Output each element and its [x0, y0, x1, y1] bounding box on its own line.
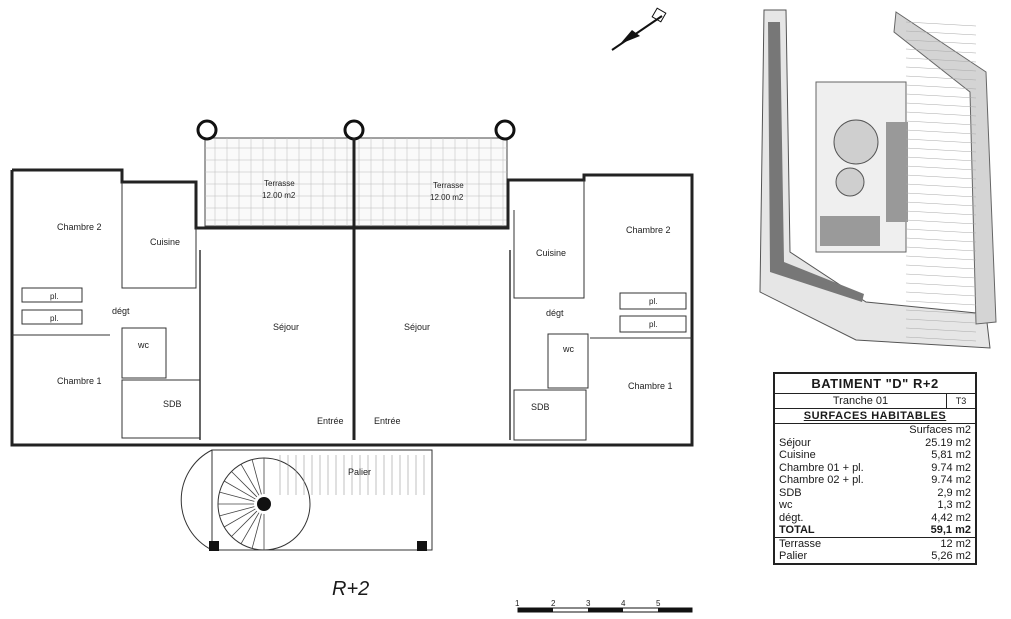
table-row: dégt. 4,42 m2: [775, 512, 975, 525]
right-chambre1-label: Chambre 1: [628, 381, 673, 391]
scale-bar: 1 2 3 4 5: [515, 599, 693, 613]
column-icon: [343, 119, 365, 141]
scale-tick-label: 4: [621, 599, 626, 608]
row-value: 5,26 m2: [931, 550, 971, 562]
terrace-grid: [204, 137, 508, 227]
row-label: dégt.: [779, 511, 804, 524]
right-terrasse-area: 12.00 m2: [430, 193, 464, 202]
left-sdb-label: SDB: [163, 399, 182, 409]
right-sejour-label: Séjour: [404, 322, 430, 332]
left-sejour-label: Séjour: [273, 322, 299, 332]
table-row: Chambre 01 + pl. 9.74 m2: [775, 462, 975, 475]
surfaces-table: BATIMENT "D" R+2 Tranche 01 T3 SURFACES …: [773, 372, 977, 565]
left-sdb-box: [121, 379, 201, 439]
row-value: 9.74 m2: [931, 461, 971, 474]
row-label: Chambre 01 + pl.: [779, 461, 864, 474]
north-arrow-icon: [611, 7, 667, 51]
right-sdb-label: SDB: [531, 402, 550, 412]
tranche-row: Tranche 01 T3: [775, 394, 975, 409]
right-wc-box: [547, 333, 589, 389]
right-closet-2: [619, 315, 687, 333]
row-label: Terrasse: [779, 537, 822, 550]
palier-label: Palier: [348, 467, 371, 477]
right-chambre2-label: Chambre 2: [626, 225, 671, 235]
column-icon: [196, 119, 218, 141]
column-icon: [417, 541, 427, 551]
level-label: R+2: [332, 578, 370, 600]
table-header: Surfaces m2: [775, 424, 975, 437]
row-value: 1,3 m2: [937, 499, 971, 511]
row-value: 9.74 m2: [931, 474, 971, 486]
left-unit-wall-top: [12, 168, 354, 230]
left-pl1-label: pl.: [50, 292, 58, 301]
row-label: Chambre 02 + pl.: [779, 474, 864, 486]
staircase: [180, 449, 425, 551]
table-title: BATIMENT "D" R+2: [775, 374, 975, 394]
row-value: 25.19 m2: [925, 436, 971, 449]
row-label: Palier: [779, 550, 808, 562]
row-label: wc: [779, 499, 793, 511]
right-kitchen-wall: [513, 180, 585, 299]
total-label: TOTAL: [779, 524, 815, 536]
scale-tick-label: 2: [551, 599, 556, 608]
left-kitchen-wall: [121, 182, 197, 289]
table-row: Terrasse 12 m2: [775, 538, 975, 551]
table-header-label: Surfaces m2: [909, 424, 971, 436]
left-wc-label: wc: [137, 340, 149, 350]
right-pl1-label: pl.: [649, 297, 657, 306]
left-entree-label: Entrée: [317, 416, 344, 426]
column-icon: [494, 119, 516, 141]
row-label: SDB: [779, 486, 802, 499]
right-pl2-label: pl.: [649, 320, 657, 329]
left-chambre2-label: Chambre 2: [57, 222, 102, 232]
table-row: Palier 5,26 m2: [775, 550, 975, 563]
row-label: Séjour: [779, 436, 811, 449]
left-closet-1: [21, 287, 83, 303]
row-value: 5,81 m2: [931, 449, 971, 461]
row-value: 2,9 m2: [937, 486, 971, 499]
left-unit-wall-outer: [10, 170, 354, 447]
scale-tick-label: 3: [586, 599, 591, 608]
site-plan-image: [746, 2, 1010, 356]
right-terrasse-label: Terrasse: [433, 181, 464, 190]
table-row: Séjour 25.19 m2: [775, 437, 975, 450]
left-degt-label: dégt: [112, 306, 130, 316]
left-terrasse-label: Terrasse: [264, 179, 295, 188]
row-value: 12 m2: [940, 537, 971, 550]
apartment-type: T3: [955, 396, 967, 406]
right-sdb-box: [513, 389, 587, 441]
table-row: SDB 2,9 m2: [775, 487, 975, 500]
row-value: 4,42 m2: [931, 511, 971, 524]
left-closet-2: [21, 309, 83, 325]
left-cuisine-label: Cuisine: [150, 237, 180, 247]
left-chambre1-label: Chambre 1: [57, 376, 102, 386]
tranche-name: Tranche 01: [775, 394, 947, 408]
landing-outline: [211, 449, 433, 551]
table-row: Cuisine 5,81 m2: [775, 449, 975, 462]
scale-tick-label: 5: [656, 599, 661, 608]
left-terrasse-area: 12.00 m2: [262, 191, 296, 200]
right-closet-1: [619, 292, 687, 310]
right-cuisine-label: Cuisine: [536, 248, 566, 258]
table-row: Chambre 02 + pl. 9.74 m2: [775, 474, 975, 487]
scale-tick-label: 1: [515, 599, 520, 608]
right-wc-label: wc: [562, 344, 574, 354]
table-row: wc 1,3 m2: [775, 499, 975, 512]
left-wc-box: [121, 327, 167, 379]
table-subtitle: SURFACES HABITABLES: [775, 409, 975, 424]
total-value: 59,1 m2: [930, 524, 971, 536]
floor-plan: Chambre 2 Cuisine pl. pl. dégt wc Chambr…: [10, 7, 694, 613]
column-icon: [209, 541, 219, 551]
left-pl2-label: pl.: [50, 314, 58, 323]
right-entree-label: Entrée: [374, 416, 401, 426]
table-total-row: TOTAL 59,1 m2: [775, 524, 975, 538]
row-label: Cuisine: [779, 449, 816, 461]
right-degt-label: dégt: [546, 308, 564, 318]
right-unit-wall-outer: [354, 173, 694, 447]
